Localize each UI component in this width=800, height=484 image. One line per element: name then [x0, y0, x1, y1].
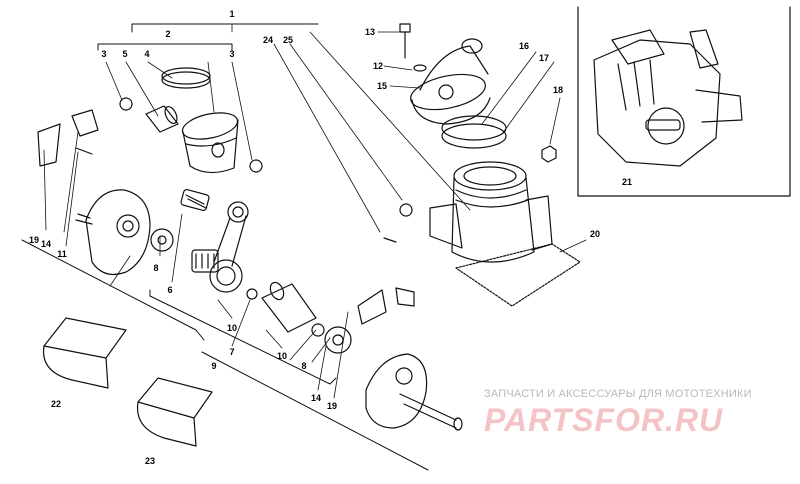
part-label-10a: 10 [226, 323, 238, 333]
head-gaskets [441, 115, 507, 149]
watermark-logo: PARTSFOR.RU [484, 402, 724, 438]
circlips [119, 97, 263, 173]
engine-assembly [593, 29, 743, 167]
part-label-11: 11 [57, 249, 67, 259]
part-label-8a: 8 [153, 263, 159, 273]
connecting-rod [209, 201, 249, 293]
part-label-25: 25 [282, 35, 294, 45]
cylinder-fasteners [383, 203, 413, 243]
part-label-15: 15 [376, 81, 388, 91]
part-label-8b: 8 [301, 361, 307, 371]
cylinder [429, 161, 553, 263]
cylinder-head [410, 38, 491, 125]
nut [541, 145, 557, 163]
part-label-20: 20 [589, 229, 601, 239]
part-label-16: 16 [518, 41, 530, 51]
part-label-14a: 14 [40, 239, 52, 249]
left-crank-half [75, 189, 151, 275]
part-label-17: 17 [538, 53, 550, 63]
inset-frame [577, 6, 791, 197]
part-label-19b: 19 [326, 401, 338, 411]
bracket-lines [21, 23, 429, 471]
part-label-10b: 10 [276, 351, 288, 361]
small-end-bearing [180, 188, 210, 212]
piston-rings [161, 67, 211, 89]
right-crank-half [365, 353, 463, 431]
base-gasket [455, 243, 581, 307]
big-end-bearing [191, 249, 219, 273]
leader-lines [43, 23, 587, 399]
part-label-6: 6 [167, 285, 173, 295]
part-label-4: 4 [144, 49, 150, 59]
part-label-24: 24 [262, 35, 274, 45]
part-label-5: 5 [122, 49, 128, 59]
piston [181, 112, 239, 174]
seals [71, 109, 415, 307]
part-label-22: 22 [50, 399, 62, 409]
part-label-3a: 3 [101, 49, 107, 59]
washers [246, 288, 325, 337]
part-label-19a: 19 [28, 235, 40, 245]
part-label-1: 1 [229, 9, 235, 19]
watermark-tagline: ЗАПЧАСТИ И АКСЕССУАРЫ ДЛЯ МОТОТЕХНИКИ [484, 388, 752, 400]
covers [37, 123, 387, 325]
part-label-12: 12 [372, 61, 384, 71]
part-label-9: 9 [211, 361, 217, 371]
part-label-23: 23 [144, 456, 156, 466]
part-label-18: 18 [552, 85, 564, 95]
thrust-washers [150, 228, 352, 354]
part-label-21: 21 [621, 177, 633, 187]
part-label-13: 13 [364, 27, 376, 37]
part-label-3b: 3 [229, 49, 235, 59]
part-label-2: 2 [165, 29, 171, 39]
part-label-14b: 14 [310, 393, 322, 403]
head-bolt [399, 23, 427, 72]
piston-pin [145, 105, 179, 133]
gasket-packs [42, 317, 213, 447]
part-label-7: 7 [229, 347, 235, 357]
dowel-pin [75, 147, 93, 155]
crank-pin [261, 281, 317, 333]
